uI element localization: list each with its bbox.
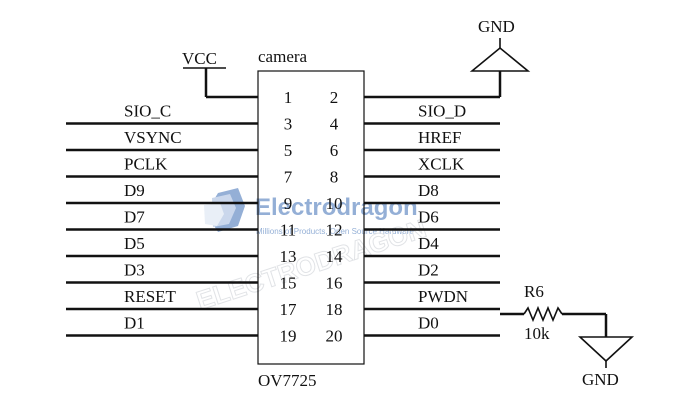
pin-number-left: 1 <box>284 88 293 107</box>
pin-number-left: 7 <box>284 168 293 187</box>
right-signal-label: PWDN <box>418 287 468 306</box>
right-signal-label: XCLK <box>418 155 465 174</box>
pin-number-right: 6 <box>330 141 339 160</box>
pin-row: D7 D6 11 12 <box>66 208 500 240</box>
component-name: camera <box>258 47 308 66</box>
vcc-symbol: VCC <box>182 49 258 99</box>
pin-number-right: 18 <box>326 300 343 319</box>
pin-number-left: 13 <box>280 247 297 266</box>
pin-row: SIO_C SIO_D 3 4 <box>66 102 500 134</box>
pin-number-left: 11 <box>280 221 296 240</box>
pin-row: PCLK XCLK 7 8 <box>66 155 500 187</box>
left-signal-label: SIO_C <box>124 102 171 121</box>
pin-number-right: 8 <box>330 168 339 187</box>
pin-number-left: 17 <box>280 300 298 319</box>
pin-number-right: 4 <box>330 115 339 134</box>
vcc-label: VCC <box>182 49 217 68</box>
left-signal-label: D1 <box>124 314 145 333</box>
pin-row: D1 D0 19 20 <box>66 314 500 346</box>
pin-number-right: 12 <box>326 221 343 240</box>
pin-number-right: 2 <box>330 88 339 107</box>
watermark-logo-icon <box>204 188 245 232</box>
gnd-top-label: GND <box>478 17 515 36</box>
watermark: Electrodragon Millions of Products, Open… <box>192 188 430 316</box>
left-signal-label: D5 <box>124 234 145 253</box>
pin-number-right: 10 <box>326 194 343 213</box>
resistor-value: 10k <box>524 324 550 343</box>
gnd-top-symbol: GND <box>364 17 531 99</box>
pin-number-right: 20 <box>326 327 343 346</box>
right-signal-label: SIO_D <box>418 102 466 121</box>
right-signal-label: D6 <box>418 208 439 227</box>
gnd-bottom-symbol: GND <box>577 336 635 389</box>
pin-number-left: 3 <box>284 115 293 134</box>
connector-body <box>257 70 365 365</box>
pin-row: VSYNC HREF 5 6 <box>66 128 500 160</box>
pin-row: RESET PWDN 17 18 <box>66 287 500 319</box>
left-signal-label: D7 <box>124 208 145 227</box>
resistor-ref: R6 <box>524 282 544 301</box>
right-signal-label: D8 <box>418 181 439 200</box>
watermark-tagline: Millions of Products, Open Source Hardwa… <box>256 227 414 236</box>
left-signal-label: VSYNC <box>124 128 182 147</box>
pin-number-left: 9 <box>284 194 293 213</box>
right-signal-label: HREF <box>418 128 461 147</box>
right-signal-label: D2 <box>418 261 439 280</box>
pin-number-right: 14 <box>326 247 344 266</box>
ground-icon <box>469 46 531 72</box>
ground-icon <box>577 336 635 363</box>
right-signal-label: D0 <box>418 314 439 333</box>
pin-number-left: 19 <box>280 327 297 346</box>
resistor-icon <box>523 305 563 323</box>
left-signal-label: RESET <box>124 287 177 306</box>
resistor-r6: R6 10k <box>500 282 608 343</box>
left-signal-label: D9 <box>124 181 145 200</box>
right-signal-label: D4 <box>418 234 439 253</box>
pin-row: D3 D2 15 16 <box>66 261 500 293</box>
left-signal-label: PCLK <box>124 155 168 174</box>
pin-number-right: 16 <box>326 274 343 293</box>
pin-row: D5 D4 13 14 <box>66 234 500 266</box>
component-part-number: OV7725 <box>258 371 317 390</box>
pin-number-left: 5 <box>284 141 293 160</box>
gnd-bottom-label: GND <box>582 370 619 389</box>
pin-number-left: 15 <box>280 274 297 293</box>
left-signal-label: D3 <box>124 261 145 280</box>
pin-row: D9 D8 9 10 <box>66 181 500 213</box>
watermark-brand: Electrodragon <box>255 194 418 221</box>
